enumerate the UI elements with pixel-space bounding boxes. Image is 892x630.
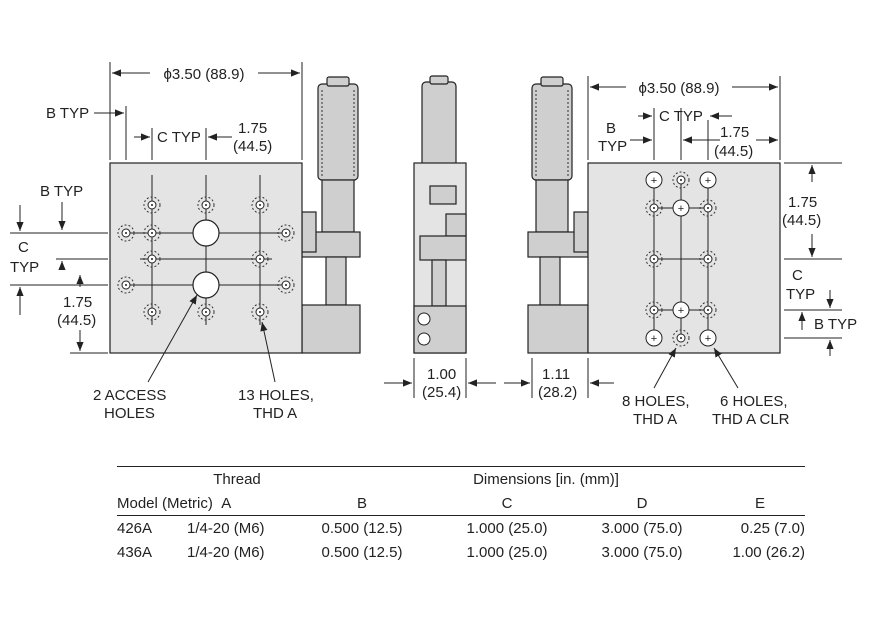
cell-a: 1/4-20 (M6) [187, 515, 287, 540]
cell-e: 1.00 (26.2) [732, 543, 805, 561]
thread-header: Thread [187, 466, 287, 491]
dim-175-mm-left: (44.5) [57, 312, 96, 329]
callout-13-holes-1: 13 HOLES, [238, 387, 314, 404]
label-b-typ-left: B TYP [40, 183, 83, 200]
callout-access-holes-2: HOLES [104, 405, 155, 422]
dim-diameter-right: ϕ3.50 (88.9) [639, 80, 720, 97]
cell-model: 426A [117, 515, 187, 540]
label-c-typ-top: C TYP [157, 129, 201, 146]
cell-b: 0.500 (12.5) [287, 515, 437, 540]
dimensions-table: Thread Dimensions [in. (mm)] Model (Metr… [117, 466, 805, 564]
dimension-drawing: ϕ3.50 (88.9) B TYP C TYP 1.75 (44.5) B T… [10, 62, 857, 428]
label-typ-right-side: TYP [786, 286, 815, 303]
dim-111-mm: (28.2) [538, 384, 577, 401]
dim-175-in-right-side: 1.75 [788, 194, 817, 211]
dim-100-mm: (25.4) [422, 384, 461, 401]
dim-175-mm: (44.5) [233, 138, 272, 155]
label-typ-left: TYP [10, 259, 39, 276]
col-model-header: Model (Metric) [117, 494, 213, 512]
callout-access-holes-1: 2 ACCESS [93, 387, 166, 404]
label-b-typ-right: B TYP [814, 316, 857, 333]
dim-175-mm-right-side: (44.5) [782, 212, 821, 229]
cell-c: 1.000 (25.0) [466, 543, 548, 561]
left-view: ϕ3.50 (88.9) B TYP C TYP 1.75 (44.5) B T… [10, 62, 361, 422]
dim-175-in-left: 1.75 [63, 294, 92, 311]
cell-b: 0.500 (12.5) [321, 543, 403, 561]
bottom-holes: + + + + + + [645, 171, 717, 347]
col-c-header: C [501, 494, 513, 512]
table-row: 436A 1/4-20 (M6) 0.500 (12.5) 1.000 (25.… [117, 540, 805, 564]
cell-a: 1/4-20 (M6) [187, 543, 265, 561]
callout-8-holes-1: 8 HOLES, [622, 393, 690, 410]
cell-model: 436A [117, 543, 153, 561]
dim-111-in: 1.11 [542, 366, 570, 383]
svg-text:+: + [705, 175, 711, 187]
label-b-typ-top: B TYP [46, 105, 89, 122]
dim-175-in: 1.75 [238, 120, 267, 137]
col-d-header: D [636, 494, 648, 512]
col-e-header: E [754, 494, 765, 512]
access-hole [192, 219, 220, 247]
middle-view: 1.00 (25.4) [384, 75, 496, 401]
svg-text:+: + [678, 305, 684, 317]
table-row: 426A 1/4-20 (M6) 0.500 (12.5) 1.000 (25.… [117, 515, 805, 540]
cell-e: 0.25 (7.0) [707, 515, 805, 540]
dim-diameter-left: ϕ3.50 (88.9) [164, 66, 245, 83]
label-b-right: B [606, 120, 616, 137]
label-c-typ-right: C TYP [659, 108, 703, 125]
cell-d: 3.000 (75.0) [601, 543, 683, 561]
access-hole [192, 271, 220, 299]
svg-text:+: + [651, 175, 657, 187]
svg-text:+: + [678, 203, 684, 215]
col-a-header: A [221, 494, 232, 512]
callout-6-holes-1: 6 HOLES, [720, 393, 788, 410]
dim-100-in: 1.00 [427, 366, 456, 383]
label-c-left: C [18, 239, 29, 256]
svg-text:+: + [705, 333, 711, 345]
table-column-header-row: Model (Metric) A B C D E [117, 491, 805, 516]
label-c-right: C [792, 267, 803, 284]
callout-6-holes-2: THD A CLR [712, 411, 790, 428]
dimensions-header: Dimensions [in. (mm)] [287, 466, 805, 491]
stage-plate-bottom-view [587, 162, 781, 354]
svg-text:+: + [651, 333, 657, 345]
micrometer-thimble [317, 83, 359, 181]
dim-175-mm-right: (44.5) [714, 143, 753, 160]
cell-d: 3.000 (75.0) [577, 515, 707, 540]
right-view: + + + + + + ϕ3.50 (88.9) B TYP C TYP [504, 76, 857, 428]
micrometer-sleeve [321, 179, 355, 233]
callout-8-holes-2: THD A [633, 411, 677, 428]
dim-175-in-right: 1.75 [720, 124, 749, 141]
table-group-header-row: Thread Dimensions [in. (mm)] [117, 466, 805, 491]
cell-c: 1.000 (25.0) [437, 515, 577, 540]
threaded-holes-13 [117, 196, 295, 321]
callout-13-holes-2: THD A [253, 405, 297, 422]
col-b-header: B [356, 494, 367, 512]
label-typ-right: TYP [598, 138, 627, 155]
